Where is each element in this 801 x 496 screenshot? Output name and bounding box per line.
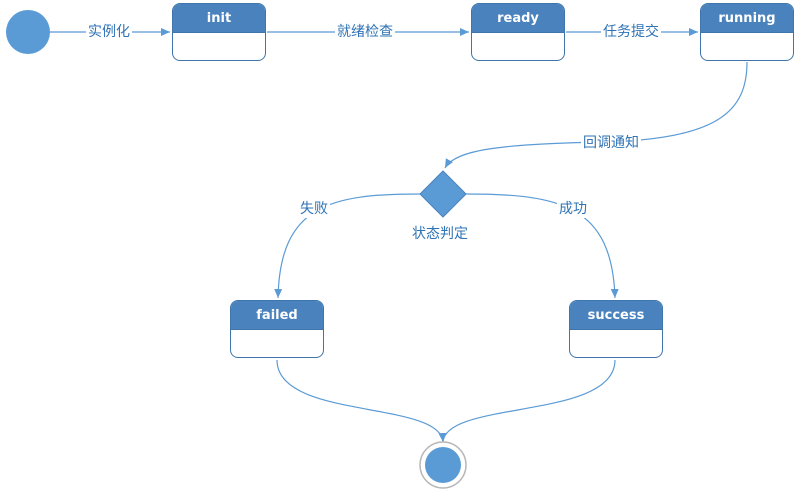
label-instantiate: 实例化 [86, 23, 132, 41]
state-ready-title: ready [472, 4, 564, 33]
state-ready: ready [471, 3, 565, 61]
state-running: running [700, 3, 794, 61]
label-ready-check: 就绪检查 [335, 23, 395, 41]
start-node [6, 10, 50, 54]
end-node [425, 447, 461, 483]
edge-failed-end [276, 359, 447, 443]
state-success-title: success [570, 301, 662, 330]
label-submit-task: 任务提交 [601, 23, 661, 41]
label-decision: 状态判定 [410, 225, 470, 243]
edge-success-end [442, 359, 616, 443]
edge-decision-success [465, 193, 619, 299]
label-fail: 失败 [298, 200, 330, 218]
state-failed: failed [230, 300, 324, 358]
decision-node [419, 170, 467, 218]
state-init-title: init [173, 4, 265, 33]
state-running-title: running [701, 4, 793, 33]
state-success: success [569, 300, 663, 358]
label-succeed: 成功 [557, 200, 589, 218]
state-init: init [172, 3, 266, 61]
state-failed-title: failed [231, 301, 323, 330]
edge-running-decision [444, 61, 748, 169]
label-callback: 回调通知 [581, 134, 641, 152]
